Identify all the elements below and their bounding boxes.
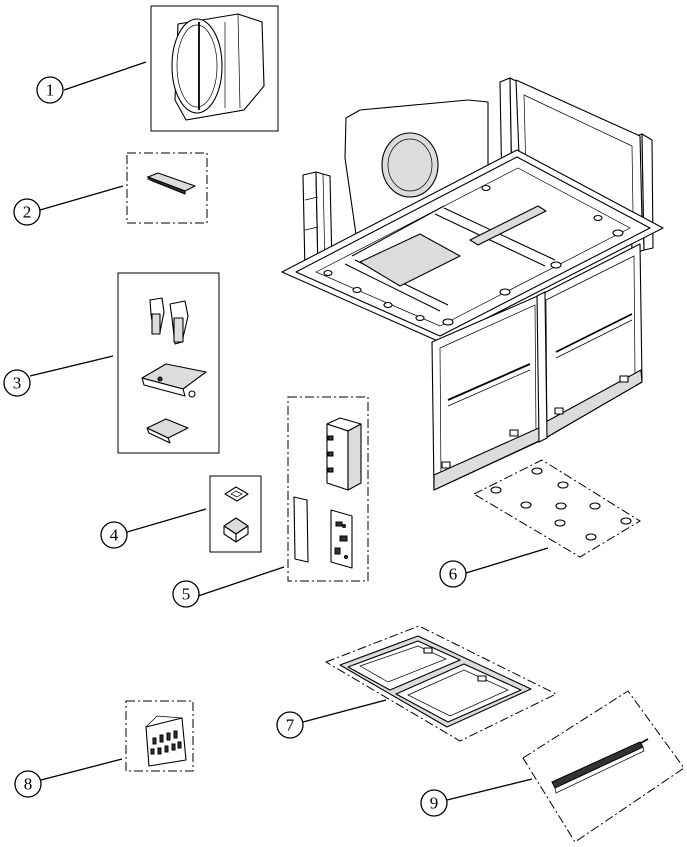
callout-9: 9 bbox=[420, 778, 533, 817]
part-4-light-sockets[interactable] bbox=[209, 475, 262, 553]
part-9-heat-lamp-tube[interactable] bbox=[522, 690, 685, 843]
part-1-damper-collar[interactable] bbox=[150, 5, 279, 132]
callout-2: 2 bbox=[13, 185, 124, 226]
part-3-light-bracket-kit[interactable] bbox=[117, 272, 220, 454]
callout-4-label: 4 bbox=[110, 526, 119, 545]
screws bbox=[150, 730, 182, 755]
part-2-mounting-bracket[interactable] bbox=[126, 152, 208, 224]
callout-6-label: 6 bbox=[449, 565, 458, 584]
callout-3: 3 bbox=[3, 355, 114, 397]
bottom-panel-holes bbox=[490, 467, 632, 541]
callout-7: 7 bbox=[276, 699, 387, 739]
part-6-bottom-panel[interactable] bbox=[472, 459, 641, 558]
callout-6: 6 bbox=[439, 547, 549, 588]
part-7-grease-filters[interactable] bbox=[324, 625, 558, 742]
callout-1-label: 1 bbox=[46, 81, 55, 100]
part-5-control-box[interactable] bbox=[287, 396, 369, 582]
callout-9-label: 9 bbox=[430, 794, 439, 813]
callout-8: 8 bbox=[14, 758, 123, 798]
callout-7-label: 7 bbox=[286, 716, 295, 735]
callout-2-label: 2 bbox=[23, 203, 32, 222]
callout-1: 1 bbox=[36, 61, 147, 104]
callout-8-label: 8 bbox=[24, 775, 33, 794]
callout-4: 4 bbox=[100, 508, 207, 549]
hood-main-assembly[interactable] bbox=[281, 77, 664, 491]
callout-5-label: 5 bbox=[182, 585, 191, 604]
callout-3-label: 3 bbox=[13, 374, 22, 393]
callout-5: 5 bbox=[172, 566, 285, 608]
part-8-hardware-bag[interactable] bbox=[125, 700, 194, 772]
